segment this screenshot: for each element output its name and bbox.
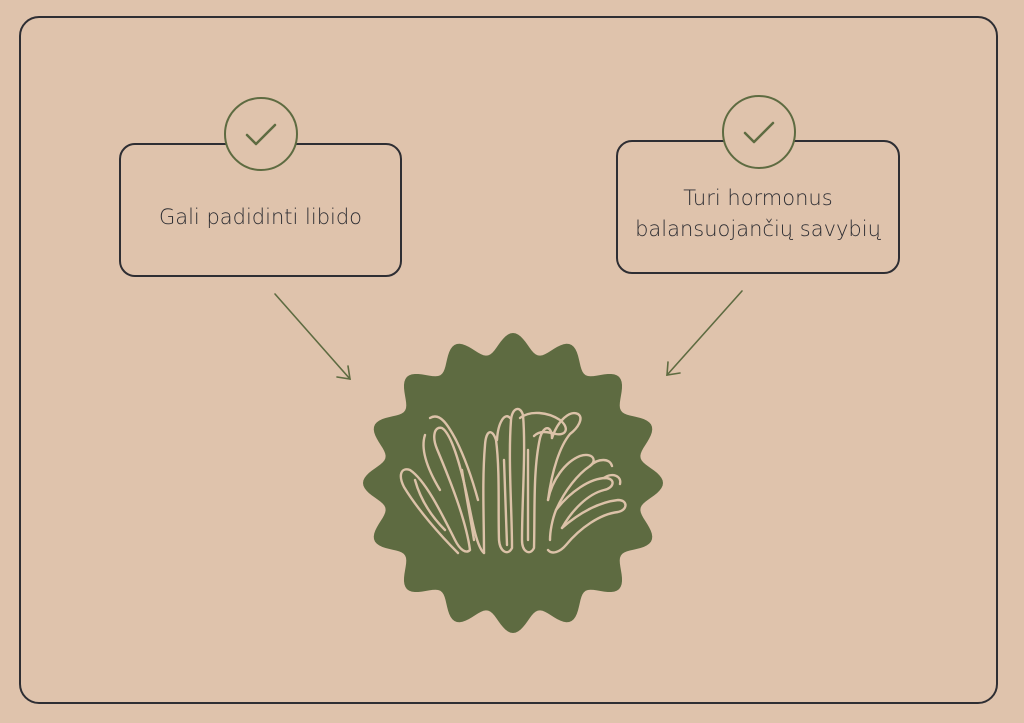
benefit-card-libido: Gali padidinti libido	[119, 143, 402, 277]
benefit-text-hormones: Turi hormonus balansuojančių savybių	[635, 186, 881, 241]
check-badge-right	[722, 95, 796, 169]
check-icon	[743, 121, 775, 144]
check-icon	[245, 123, 277, 146]
arrow-left	[274, 293, 351, 380]
arrow-right	[666, 290, 743, 376]
check-badge-left	[224, 97, 298, 171]
wavy-seal-badge	[363, 333, 663, 633]
benefit-card-hormones: Turi hormonus balansuojančių savybių	[616, 140, 900, 274]
cordyceps-mushroom-icon	[399, 407, 627, 555]
diagram-frame	[19, 16, 998, 704]
benefit-text-libido: Gali padidinti libido	[158, 204, 363, 229]
